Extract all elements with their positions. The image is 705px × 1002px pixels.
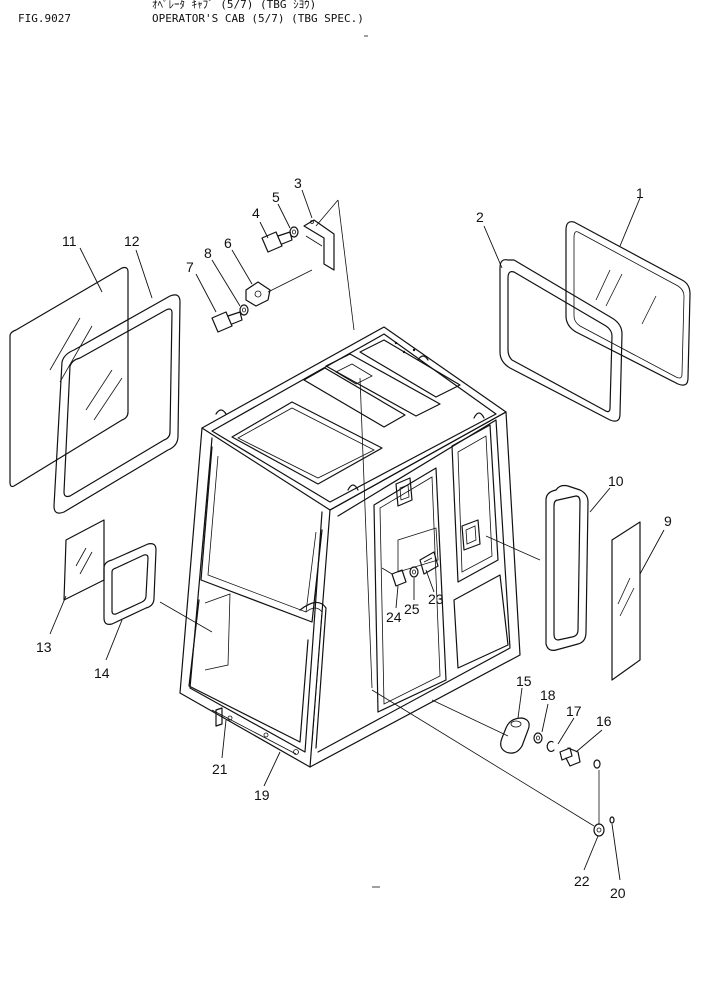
part-16-bolt <box>559 747 581 767</box>
label-part-2: 2 <box>476 209 484 225</box>
label-part-19: 19 <box>254 787 270 803</box>
label-part-12: 12 <box>124 233 140 249</box>
label-part-8: 8 <box>204 245 212 261</box>
label-part-15: 15 <box>516 673 532 689</box>
label-part-11: 11 <box>62 233 77 249</box>
part-22-grommet <box>593 759 605 837</box>
part-20-plug <box>609 816 615 824</box>
cab-frame <box>179 326 521 768</box>
part-labels: 1 2 3 4 5 6 7 8 9 10 11 12 13 14 15 16 1… <box>36 175 672 901</box>
label-part-18: 18 <box>540 687 556 703</box>
assembly-lines <box>159 199 595 827</box>
part-3-bracket <box>303 219 335 271</box>
figure-number: FIG.9027 <box>18 12 71 25</box>
part-5-washer <box>289 226 299 238</box>
part-10-side-weatherstrip <box>545 484 589 651</box>
part-24-bolt <box>381 567 407 587</box>
part-13-small-glass <box>63 519 105 601</box>
part-15-stopper <box>500 717 530 754</box>
label-part-9: 9 <box>664 513 672 529</box>
label-part-17: 17 <box>566 703 582 719</box>
label-part-3: 3 <box>294 175 302 191</box>
label-part-20: 20 <box>610 885 626 901</box>
title-japanese: ｵﾍﾟﾚｰﾀ ｷｬﾌﾞ (5/7) (TBG ｼﾖｳ) <box>152 0 317 11</box>
part-23-catch <box>419 551 439 575</box>
label-part-24: 24 <box>386 609 402 625</box>
label-part-13: 13 <box>36 639 52 655</box>
part-12-front-weatherstrip <box>53 294 181 514</box>
label-part-16: 16 <box>596 713 612 729</box>
label-part-22: 22 <box>574 873 590 889</box>
label-part-1: 1 <box>636 185 644 201</box>
label-part-25: 25 <box>404 601 420 617</box>
label-part-21: 21 <box>212 761 228 777</box>
part-18-washer <box>533 732 543 744</box>
label-part-6: 6 <box>224 235 232 251</box>
part-14-small-weatherstrip <box>103 543 157 625</box>
part-8-washer <box>239 304 249 316</box>
part-1-rear-glass <box>565 221 691 386</box>
part-25-washer <box>409 566 419 578</box>
part-9-side-glass <box>611 521 641 681</box>
part-6-catch <box>245 281 271 307</box>
label-part-4: 4 <box>252 205 260 221</box>
leader-lines <box>49 189 665 881</box>
label-part-7: 7 <box>186 259 194 275</box>
part-11-front-glass <box>9 266 129 488</box>
label-part-14: 14 <box>94 665 110 681</box>
label-part-10: 10 <box>608 473 624 489</box>
label-part-23: 23 <box>428 591 444 607</box>
part-21-bolt <box>215 707 223 727</box>
part-17-washer <box>546 740 555 753</box>
label-part-5: 5 <box>272 189 280 205</box>
part-7-bolt <box>211 311 243 333</box>
title-english: OPERATOR'S CAB (5/7) (TBG SPEC.) <box>152 12 364 25</box>
